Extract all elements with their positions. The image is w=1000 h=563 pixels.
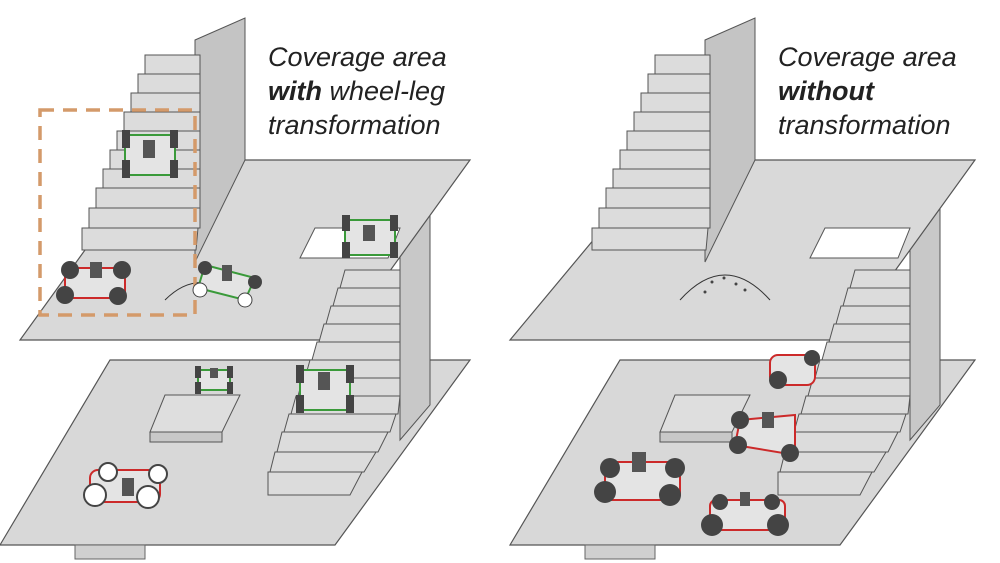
right-floor-opening	[809, 227, 911, 259]
robot-red-stair-base	[729, 411, 799, 462]
right-scene	[508, 17, 977, 560]
robot-red-floor-right	[701, 492, 789, 536]
left-caption-line1: Coverage area	[268, 42, 447, 72]
right-caption-line2: without	[778, 74, 957, 108]
right-bump	[679, 274, 771, 301]
robot-red-lower	[83, 462, 168, 509]
right-caption-line3: transformation	[778, 110, 951, 140]
highlight-region	[38, 108, 197, 317]
left-caption: Coverage area with wheel-leg transformat…	[268, 40, 447, 142]
left-caption-line2: with wheel-leg	[268, 74, 447, 108]
robot-green-stairs	[122, 130, 178, 178]
right-upper-stairs	[591, 54, 711, 251]
robot-green-lower-stairs	[296, 365, 354, 413]
left-scene	[0, 17, 472, 560]
robot-green-bump	[192, 261, 262, 308]
left-caption-line3: transformation	[268, 110, 441, 140]
right-lower-stairs	[777, 269, 911, 496]
robot-red-stair-edge	[769, 350, 820, 389]
right-bump-pebbles	[703, 276, 747, 294]
left-floor-stub	[74, 544, 146, 560]
left-box-side	[149, 431, 223, 443]
robot-green-floor	[195, 366, 233, 394]
left-caption-line2-rest: wheel-leg	[322, 76, 446, 106]
robot-red-upper	[56, 261, 131, 305]
right-floor-stub	[584, 544, 656, 560]
robot-red-floor-left	[594, 452, 685, 506]
right-box-side	[659, 431, 733, 443]
right-caption-line1: Coverage area	[778, 42, 957, 72]
right-caption: Coverage area without transformation	[778, 40, 957, 142]
right-caption-emphasis: without	[778, 76, 874, 106]
robot-green-edge	[342, 215, 398, 258]
left-caption-emphasis: with	[268, 76, 322, 106]
